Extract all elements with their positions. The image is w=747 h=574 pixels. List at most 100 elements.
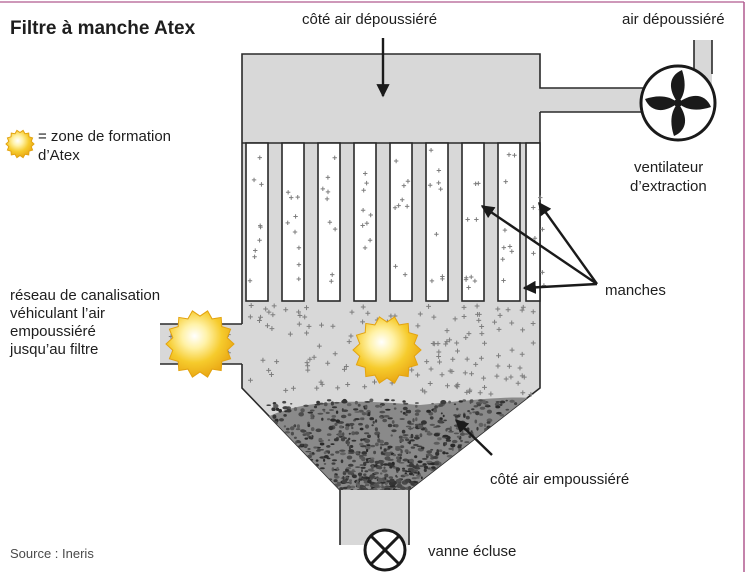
dust-particle: [469, 371, 474, 377]
dust-grain: [351, 439, 357, 442]
dust-grain: [415, 434, 419, 437]
legend-sun-icon: [5, 129, 35, 159]
dust-grain: [282, 400, 287, 404]
dust-particle: [332, 155, 337, 160]
filter-bags: [242, 142, 541, 302]
dust-grain: [396, 458, 402, 463]
dust-grain: [426, 450, 433, 454]
dust-particle: [283, 307, 289, 313]
dust-particle: [503, 376, 509, 382]
dust-grain: [290, 403, 293, 405]
dust-particle: [251, 177, 257, 183]
dust-particle: [285, 220, 290, 226]
dust-particle: [454, 384, 460, 390]
dust-particle: [320, 186, 326, 192]
dust-particle: [429, 278, 435, 284]
dust-grain: [365, 483, 370, 487]
dust-particle: [506, 152, 512, 157]
dust-grain: [448, 430, 454, 433]
dust-grain: [377, 478, 383, 483]
dust-grain: [495, 401, 501, 403]
dust-grain: [384, 482, 388, 486]
inlet-label-line3: empoussiéré: [10, 323, 96, 340]
dust-grain: [369, 474, 375, 479]
dust-particle: [271, 303, 277, 309]
dust-grain: [384, 441, 389, 446]
dust-grain: [464, 441, 470, 444]
dust-grain: [355, 466, 361, 468]
dust-grain: [387, 417, 393, 420]
filter-bag: [281, 142, 305, 302]
dust-grain: [321, 417, 324, 421]
dust-particle: [474, 217, 479, 222]
dust-grain: [380, 481, 386, 484]
dust-particle: [497, 313, 503, 318]
dust-grain: [289, 426, 295, 431]
filter-bag: [525, 142, 541, 302]
dust-particle: [428, 148, 434, 153]
dust-grain: [371, 464, 374, 470]
dust-grain: [448, 447, 454, 450]
dust-particle: [291, 385, 296, 391]
dust-particle: [501, 278, 506, 283]
dust-particle: [362, 245, 368, 251]
dust-grain: [379, 439, 384, 444]
dust-particle: [364, 221, 370, 226]
dust-grain: [384, 398, 390, 402]
dust-particle: [260, 357, 266, 363]
dust-grain: [326, 445, 331, 448]
dust-grain: [417, 471, 420, 475]
dust-particle: [424, 359, 430, 365]
dust-grain: [363, 473, 367, 477]
dust-grain: [456, 407, 459, 411]
fan-icon: [639, 64, 717, 142]
dust-grain: [283, 425, 287, 428]
clean-side-label: côté air dépoussiéré: [302, 11, 437, 28]
dust-grain: [384, 456, 391, 461]
dust-grain: [475, 411, 480, 416]
dust-grain: [361, 451, 368, 455]
dust-grain: [335, 419, 341, 424]
dust-grain: [409, 472, 413, 476]
inlet-label-line2: véhiculant l’air: [10, 305, 105, 322]
dust-grain: [370, 444, 376, 448]
dust-grain: [409, 469, 416, 473]
dust-grain: [284, 431, 291, 434]
dust-grain: [393, 488, 396, 490]
dust-particle: [443, 341, 449, 347]
dust-grain: [335, 473, 338, 476]
dust-particle: [405, 179, 411, 184]
dust-grain: [453, 403, 457, 406]
dust-particle: [492, 319, 497, 325]
dust-grain: [403, 474, 409, 477]
dust-grain: [351, 431, 356, 436]
atex-zones: [5, 129, 422, 384]
dust-grain: [423, 468, 427, 472]
dust-grain: [382, 418, 388, 423]
dust-grain: [347, 442, 350, 447]
dust-particle: [270, 312, 276, 318]
dust-grain: [486, 418, 493, 423]
dust-grain: [293, 436, 297, 439]
dust-grain: [381, 486, 386, 489]
dust-particle: [393, 158, 399, 164]
dust-grain: [308, 436, 311, 440]
dust-grain: [359, 464, 365, 466]
dust-particle: [332, 226, 338, 232]
dust-grain: [346, 455, 353, 460]
dust-particle: [434, 231, 439, 237]
dust-grain: [495, 405, 501, 409]
dust-grain: [348, 445, 351, 451]
dust-grain: [380, 462, 384, 467]
dust-grain: [401, 429, 406, 434]
dust-grain: [420, 420, 427, 425]
dust-particle: [325, 360, 331, 366]
dust-grain: [416, 445, 423, 448]
dust-grain: [339, 425, 343, 429]
dust-particle: [463, 335, 469, 341]
dust-grain: [484, 405, 491, 408]
dust-grain: [445, 428, 448, 432]
dust-particle: [402, 272, 408, 277]
dust-grain: [364, 438, 371, 443]
dust-grain: [445, 452, 449, 455]
